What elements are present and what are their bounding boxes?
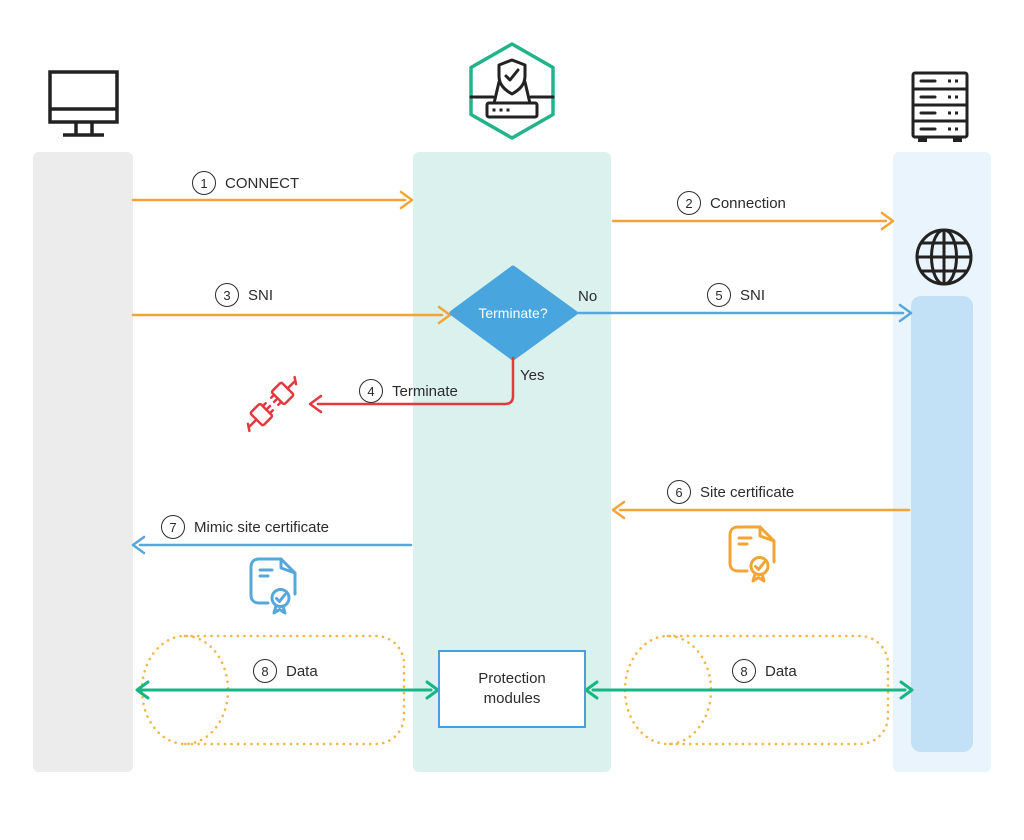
arrow-1-connect bbox=[131, 190, 414, 210]
step-8-data-left: 8 Data bbox=[253, 659, 318, 683]
step-label: Data bbox=[286, 662, 318, 680]
lane-client bbox=[33, 152, 133, 772]
step-4-terminate: 4 Terminate bbox=[359, 379, 458, 403]
server-rack-icon bbox=[911, 71, 969, 142]
step-number: 6 bbox=[667, 480, 691, 504]
step-8-data-right: 8 Data bbox=[732, 659, 797, 683]
step-number: 7 bbox=[161, 515, 185, 539]
arrow-4-terminate bbox=[308, 356, 515, 414]
shield-gateway-hexagon-icon bbox=[469, 42, 555, 140]
arrow-8-data-left bbox=[135, 680, 440, 700]
arrow-8-data-right bbox=[584, 680, 914, 700]
globe-icon bbox=[915, 228, 973, 286]
protection-modules-label: Protection modules bbox=[478, 669, 546, 707]
step-number: 1 bbox=[192, 171, 216, 195]
step-label: Data bbox=[765, 662, 797, 680]
arrow-5-sni bbox=[574, 303, 913, 323]
arrow-2-connection bbox=[611, 211, 895, 231]
disconnected-plug-icon bbox=[246, 375, 298, 433]
monitor-icon bbox=[48, 70, 119, 137]
arrow-7-mimic-certificate bbox=[131, 535, 413, 555]
step-number: 8 bbox=[253, 659, 277, 683]
step-number: 5 bbox=[707, 283, 731, 307]
decision-question: Terminate? bbox=[478, 305, 548, 321]
server-session-block bbox=[911, 296, 973, 752]
step-number: 3 bbox=[215, 283, 239, 307]
step-5-sni: 5 SNI bbox=[707, 283, 765, 307]
step-label: Mimic site certificate bbox=[194, 518, 330, 536]
branch-yes-label: Yes bbox=[520, 367, 545, 384]
step-number: 8 bbox=[732, 659, 756, 683]
step-label: Terminate bbox=[392, 382, 458, 400]
branch-no-label: No bbox=[578, 288, 598, 305]
step-6-site-certificate: 6 Site certificate bbox=[667, 480, 794, 504]
step-number: 4 bbox=[359, 379, 383, 403]
step-1-connect: 1 CONNECT bbox=[192, 171, 299, 195]
terminate-decision-diamond bbox=[449, 265, 578, 361]
step-2-connection: 2 Connection bbox=[677, 191, 786, 215]
arrow-6-site-certificate bbox=[611, 500, 911, 520]
step-label: SNI bbox=[248, 286, 274, 304]
step-3-sni: 3 SNI bbox=[215, 283, 273, 307]
step-label: CONNECT bbox=[225, 174, 300, 192]
mimic-certificate-icon bbox=[249, 557, 297, 615]
step-label: Connection bbox=[710, 194, 786, 212]
arrow-3-sni bbox=[131, 305, 452, 325]
step-label: SNI bbox=[740, 286, 766, 304]
site-certificate-icon bbox=[728, 525, 776, 583]
step-7-mimic-site-certificate: 7 Mimic site certificate bbox=[161, 515, 329, 539]
step-label: Site certificate bbox=[700, 483, 795, 501]
step-number: 2 bbox=[677, 191, 701, 215]
protection-modules-box: Protection modules bbox=[438, 650, 586, 728]
